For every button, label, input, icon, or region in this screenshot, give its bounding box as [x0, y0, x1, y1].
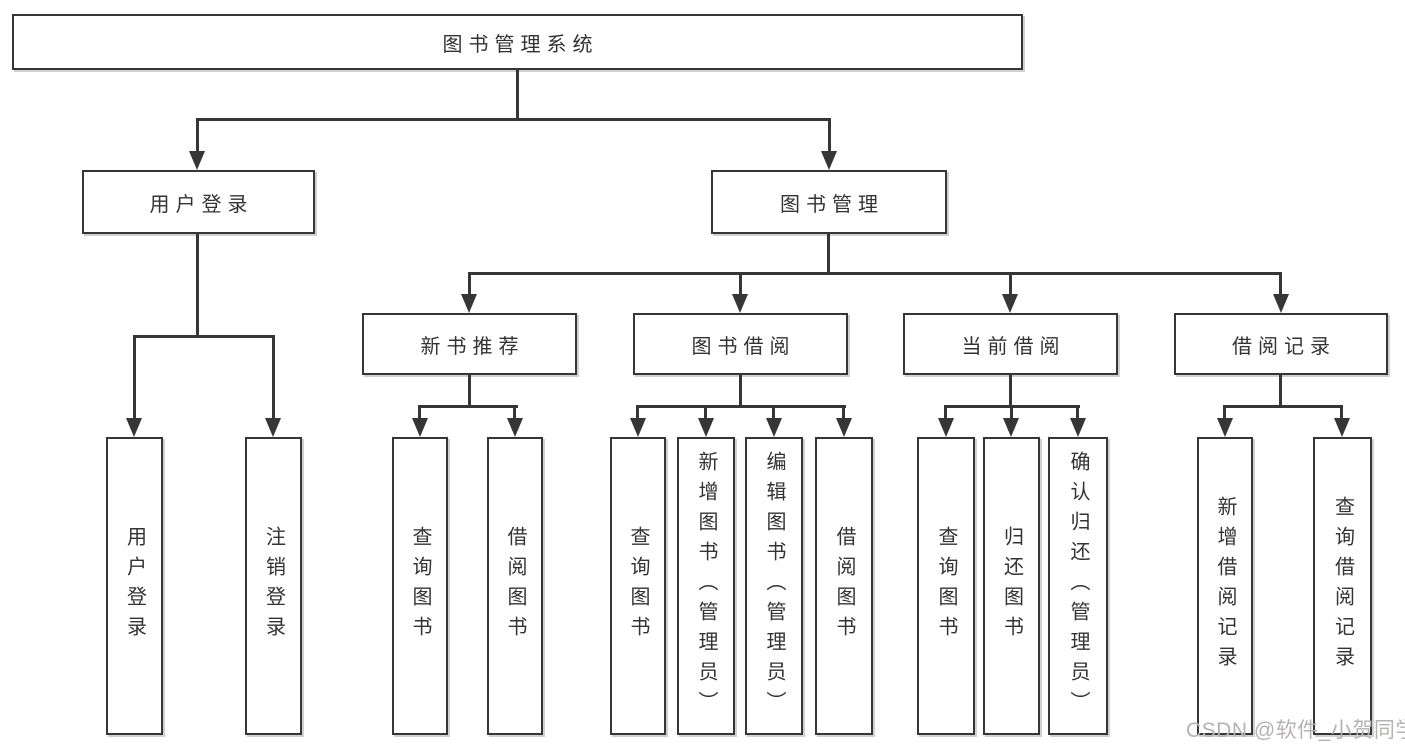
node-label: 注销登录: [262, 526, 285, 646]
connector-user-login-bar: [133, 335, 275, 338]
connector-new-book-bar: [418, 405, 518, 408]
leaf-user-login: 用户登录: [106, 437, 163, 735]
node-label: 查询图书: [409, 526, 431, 646]
node-current-borrowing: 当前借阅: [903, 313, 1118, 375]
connector-drop: [772, 405, 775, 419]
connector-book-borrow-stem: [739, 375, 742, 406]
connector-drop-book-borrow: [739, 272, 742, 295]
node-borrowing-records: 借阅记录: [1174, 313, 1388, 375]
arrowhead-down-icon: [126, 418, 142, 437]
node-user-login: 用户登录: [82, 170, 315, 234]
node-label: 新增图书（管理员）: [695, 451, 717, 721]
node-label: 借阅图书: [833, 526, 855, 646]
connector-drop: [1223, 405, 1226, 419]
node-label: 借阅图书: [504, 526, 526, 646]
arrowhead-down-icon: [412, 418, 428, 437]
node-label: 新书推荐: [420, 335, 525, 358]
leaf-add-books-admin: 新增图书（管理员）: [677, 437, 735, 735]
arrowhead-down-icon: [1273, 294, 1289, 313]
node-label: 查询图书: [935, 526, 957, 646]
node-label: 图书管理系统: [442, 33, 599, 56]
leaf-query-books-current: 查询图书: [917, 437, 975, 735]
connector-root-bar: [196, 118, 830, 121]
arrowhead-down-icon: [1334, 418, 1350, 437]
connector-drop-user-login: [196, 118, 199, 152]
arrowhead-down-icon: [1002, 294, 1018, 313]
node-label: 归还图书: [1000, 526, 1023, 646]
csdn-watermark: CSDN @软件_小贺同学: [1186, 719, 1405, 742]
connector-drop-new-book: [468, 272, 471, 295]
arrowhead-down-icon: [265, 418, 281, 437]
leaf-query-borrow-record: 查询借阅记录: [1313, 437, 1372, 735]
node-book-management: 图书管理: [711, 170, 947, 234]
connector-root-stem: [516, 70, 519, 118]
node-label: 查询借阅记录: [1331, 496, 1354, 676]
connector-book-management-stem: [827, 234, 830, 273]
node-label: 图书借阅: [691, 335, 796, 358]
leaf-add-borrow-record: 新增借阅记录: [1197, 437, 1253, 735]
leaf-logout: 注销登录: [245, 437, 302, 735]
connector-drop: [704, 405, 707, 419]
connector-drop: [1340, 405, 1343, 419]
leaf-query-books-recommend: 查询图书: [392, 437, 448, 735]
connector-drop: [1076, 405, 1079, 419]
connector-drop: [944, 405, 947, 419]
leaf-query-books-borrow: 查询图书: [610, 437, 666, 735]
leaf-return-books: 归还图书: [983, 437, 1040, 735]
connector-drop-book-management: [828, 118, 831, 152]
node-label: 借阅记录: [1232, 335, 1336, 358]
connector-book-borrow-bar: [636, 405, 846, 408]
arrowhead-down-icon: [938, 418, 954, 437]
connector-borrow-records-stem: [1279, 375, 1282, 406]
connector-drop: [1010, 405, 1013, 419]
arrowhead-down-icon: [461, 294, 477, 313]
node-new-book-recommendation: 新书推荐: [362, 313, 577, 375]
connector-drop: [636, 405, 639, 419]
arrowhead-down-icon: [1070, 418, 1086, 437]
arrowhead-down-icon: [821, 151, 837, 170]
leaf-edit-books-admin: 编辑图书（管理员）: [745, 437, 803, 735]
arrowhead-down-icon: [836, 418, 852, 437]
connector-user-login-stem: [196, 234, 199, 335]
node-label: 当前借阅: [961, 335, 1066, 358]
leaf-confirm-return-admin: 确认归还（管理员）: [1048, 437, 1108, 735]
connector-drop: [842, 405, 845, 419]
node-book-borrowing: 图书借阅: [633, 313, 848, 375]
connector-drop-current-borrow: [1009, 272, 1012, 295]
arrowhead-down-icon: [1217, 418, 1233, 437]
connector-borrow-records-bar: [1223, 405, 1343, 408]
leaf-borrow-books: 借阅图书: [815, 437, 873, 735]
connector-drop-borrow-records: [1279, 272, 1282, 295]
node-label: 查询图书: [627, 526, 649, 646]
node-label: 编辑图书（管理员）: [763, 451, 785, 721]
connector-drop-logout-leaf: [272, 335, 275, 418]
node-label: 用户登录: [149, 193, 254, 216]
connector-new-book-stem: [468, 375, 471, 406]
leaf-borrow-books-recommend: 借阅图书: [487, 437, 543, 735]
arrowhead-down-icon: [732, 294, 748, 313]
arrowhead-down-icon: [1003, 418, 1019, 437]
node-label: 图书管理: [780, 193, 884, 216]
arrowhead-down-icon: [507, 418, 523, 437]
node-label: 用户登录: [123, 526, 146, 646]
connector-drop: [513, 405, 516, 419]
node-library-management-system: 图书管理系统: [12, 14, 1023, 70]
arrowhead-down-icon: [630, 418, 646, 437]
arrowhead-down-icon: [766, 418, 782, 437]
arrowhead-down-icon: [189, 151, 205, 170]
node-label: 确认归还（管理员）: [1067, 451, 1089, 721]
connector-current-borrow-stem: [1009, 375, 1012, 406]
node-label: 新增借阅记录: [1214, 496, 1236, 676]
connector-drop: [418, 405, 421, 419]
connector-book-management-bar: [468, 272, 1282, 275]
arrowhead-down-icon: [698, 418, 714, 437]
connector-drop-login-leaf: [133, 335, 136, 418]
